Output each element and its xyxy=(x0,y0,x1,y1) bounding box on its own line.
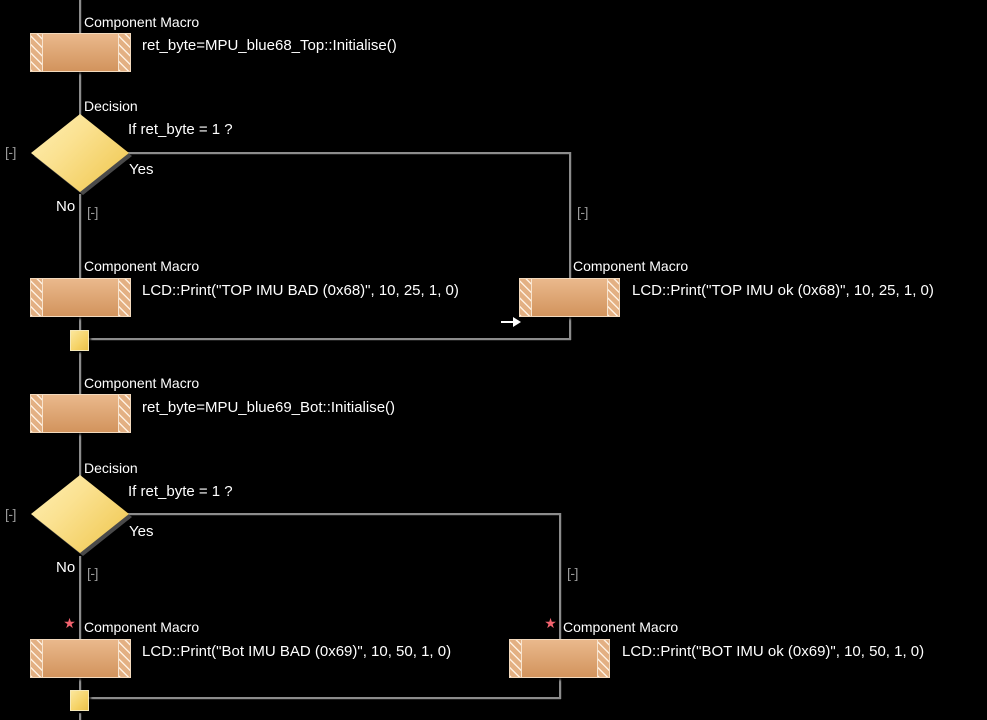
decision-block[interactable] xyxy=(31,475,132,556)
macro-hatch-right xyxy=(608,279,619,316)
collapse-toggle-decision-2-left[interactable]: [-] xyxy=(5,506,16,522)
flow-line-after-bad1 xyxy=(79,316,81,332)
macro-body xyxy=(42,279,119,316)
decision-block[interactable] xyxy=(31,114,132,195)
block-kind-label: Component Macro xyxy=(84,619,200,635)
component-macro-block[interactable] xyxy=(30,278,131,317)
macro-hatch-right xyxy=(119,34,130,71)
component-macro-block[interactable] xyxy=(30,394,131,433)
breakpoint-star-icon[interactable]: ★ xyxy=(63,615,76,631)
component-macro-block[interactable] xyxy=(519,278,620,317)
breakpoint-star-icon[interactable]: ★ xyxy=(544,615,557,631)
macro-hatch-right xyxy=(598,640,609,677)
flow-line-main-top xyxy=(79,0,81,34)
branch-label-no: No xyxy=(56,198,76,215)
flow-line-join2-down xyxy=(79,713,81,720)
block-kind-label: Decision xyxy=(84,98,138,114)
block-code-label: LCD::Print("Bot IMU BAD (0x69)", 10, 50,… xyxy=(142,643,452,660)
yes-branch-line-2-return xyxy=(88,697,561,699)
block-code-label: LCD::Print("BOT IMU ok (0x69)", 10, 50, … xyxy=(622,643,925,660)
collapse-toggle-branch-no-2[interactable]: [-] xyxy=(87,565,98,581)
yes-branch-line-2-down xyxy=(559,513,561,640)
branch-label-no: No xyxy=(56,559,76,576)
decision-face xyxy=(31,475,129,553)
block-code-label: If ret_byte = 1 ? xyxy=(128,121,233,138)
yes-branch-line-1-down xyxy=(569,152,571,279)
branch-label-yes: Yes xyxy=(129,161,154,178)
macro-hatch-left xyxy=(31,279,42,316)
yes-branch-line-2-top xyxy=(115,513,561,515)
block-code-label: If ret_byte = 1 ? xyxy=(128,483,233,500)
yes-branch-line-1-return xyxy=(88,338,571,340)
macro-hatch-left xyxy=(31,34,42,71)
macro-body xyxy=(42,395,119,432)
branch-label-yes: Yes xyxy=(129,523,154,540)
block-code-label: ret_byte=MPU_blue69_Bot::Initialise() xyxy=(142,399,396,416)
flow-line-after-init2 xyxy=(79,433,81,478)
block-kind-label: Decision xyxy=(84,460,138,476)
connection-point-node[interactable] xyxy=(70,330,89,351)
collapse-toggle-branch-no-1[interactable]: [-] xyxy=(87,204,98,220)
macro-body xyxy=(521,640,598,677)
macro-body xyxy=(531,279,608,316)
macro-hatch-left xyxy=(31,640,42,677)
macro-body xyxy=(42,640,119,677)
macro-hatch-left xyxy=(520,279,531,316)
macro-body xyxy=(42,34,119,71)
component-macro-block[interactable] xyxy=(30,639,131,678)
macro-hatch-right xyxy=(119,279,130,316)
block-code-label: LCD::Print("TOP IMU BAD (0x68)", 10, 25,… xyxy=(142,282,459,299)
collapse-toggle-branch-yes-2[interactable]: [-] xyxy=(567,565,578,581)
block-kind-label: Component Macro xyxy=(84,258,200,274)
macro-hatch-right xyxy=(119,395,130,432)
component-macro-block[interactable] xyxy=(509,639,610,678)
collapse-toggle-branch-yes-1[interactable]: [-] xyxy=(577,204,588,220)
block-kind-label: Component Macro xyxy=(563,619,679,635)
block-code-label: ret_byte=MPU_blue68_Top::Initialise() xyxy=(142,37,397,54)
block-kind-label: Component Macro xyxy=(84,375,200,391)
yes-branch-line-1-top xyxy=(115,152,570,154)
flow-line-no-branch-1 xyxy=(79,194,81,278)
flow-line-after-init1 xyxy=(79,71,81,117)
flow-line-no-branch-2 xyxy=(79,556,81,640)
yes-branch-line-1-below xyxy=(569,316,571,340)
macro-hatch-left xyxy=(510,640,521,677)
flow-line-join1-down xyxy=(79,352,81,395)
block-code-label: LCD::Print("TOP IMU ok (0x68)", 10, 25, … xyxy=(632,282,934,299)
flow-line-after-bad2 xyxy=(79,677,81,693)
block-kind-label: Component Macro xyxy=(84,14,200,30)
connection-point-node[interactable] xyxy=(70,690,89,711)
macro-hatch-left xyxy=(31,395,42,432)
yes-branch-line-2-below xyxy=(559,677,561,699)
collapse-toggle-decision-1-left[interactable]: [-] xyxy=(5,144,16,160)
decision-face xyxy=(31,114,129,192)
flow-arrow-return-1 xyxy=(501,316,521,328)
macro-hatch-right xyxy=(119,640,130,677)
component-macro-block[interactable] xyxy=(30,33,131,72)
block-kind-label: Component Macro xyxy=(573,258,689,274)
